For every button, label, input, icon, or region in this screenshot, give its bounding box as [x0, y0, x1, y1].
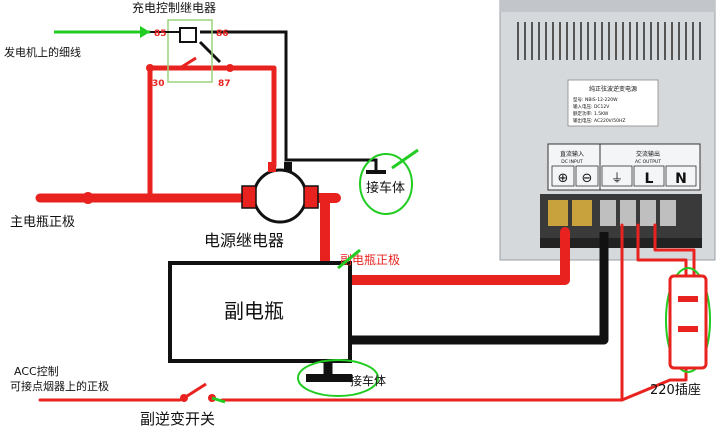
inverter-io-panel: 直流输入 DC INPUT 交流输出 AC OUTPUT ⊕ ⊖ ⏚ L N: [547, 143, 701, 191]
ac-output-en-label: AC OUTPUT: [635, 159, 661, 165]
aux-battery-box: [168, 261, 352, 363]
acc-control-label: ACC控制: [14, 364, 59, 378]
ground-top-circle: [359, 153, 413, 215]
generator-arrow: [54, 26, 150, 38]
pin-86-label: 86: [216, 29, 229, 39]
nameplate-spec-3: 额定功率: 1.5KW: [573, 110, 609, 117]
inverter-unit: 纯正弦波逆变电源 型号: NBIS-12-220W 输入电压: DC12V 额定…: [499, 0, 716, 261]
ground-bottom-label: 接车体: [350, 373, 386, 388]
plus-icon: ⊕: [558, 171, 569, 186]
ground-icon: ⏚: [611, 171, 623, 185]
aux-switch-label: 副逆变开关: [140, 410, 215, 428]
aux-battery-label: 副电瓶: [224, 299, 284, 323]
socket-ellipse: [665, 267, 711, 373]
charge-relay-label: 充电控制继电器: [132, 0, 216, 15]
control-wires: [198, 30, 386, 174]
switch-lever: [183, 382, 207, 400]
minus-icon: ⊖: [582, 171, 593, 186]
aux-positive-arrow: [337, 248, 361, 270]
generator-wire-label: 发电机上的细线: [4, 45, 81, 59]
terminal-l-label: L: [645, 171, 654, 187]
nameplate-spec-1: 型号: NBIS-12-220W: [573, 96, 618, 103]
ground-top-label: 接车体: [366, 180, 405, 196]
pin-85-label: 85: [154, 29, 167, 39]
socket-220: [668, 274, 708, 370]
aux-positive-label: 副电瓶正极: [340, 253, 400, 267]
main-battery-terminal: [82, 192, 94, 204]
ground-bottom-ellipse: [297, 359, 379, 397]
socket-slot-bottom: [678, 326, 698, 332]
nameplate-spec-2: 输入电压: DC12V: [573, 103, 610, 110]
nameplate-spec-4: 输出电压: AC220V/50HZ: [573, 117, 625, 124]
inverter-nameplate: 纯正弦波逆变电源 型号: NBIS-12-220W 输入电压: DC12V 额定…: [567, 79, 659, 127]
ac-output-label: 交流输出: [636, 150, 660, 158]
ground-top-arrow: [391, 148, 419, 170]
socket-slot-top: [678, 296, 698, 302]
cig-lighter-label: 可接点烟器上的正极: [10, 379, 109, 393]
terminal-n-label: N: [675, 171, 687, 187]
pin-87-label: 87: [218, 79, 231, 89]
charge-control-relay: [146, 19, 234, 83]
switch-arrow: [211, 396, 226, 404]
power-relay-label: 电源继电器: [204, 231, 284, 250]
power-relay: [241, 162, 319, 224]
main-battery-label: 主电瓶正极: [10, 215, 75, 230]
dc-input-en-label: DC INPUT: [561, 159, 583, 165]
socket-220-label: 220插座: [650, 383, 701, 398]
inverter-vents: [517, 22, 701, 60]
nameplate-title: 纯正弦波逆变电源: [589, 85, 637, 93]
dc-input-label: 直流输入: [560, 150, 584, 158]
pin-30-label: 30: [152, 79, 165, 89]
